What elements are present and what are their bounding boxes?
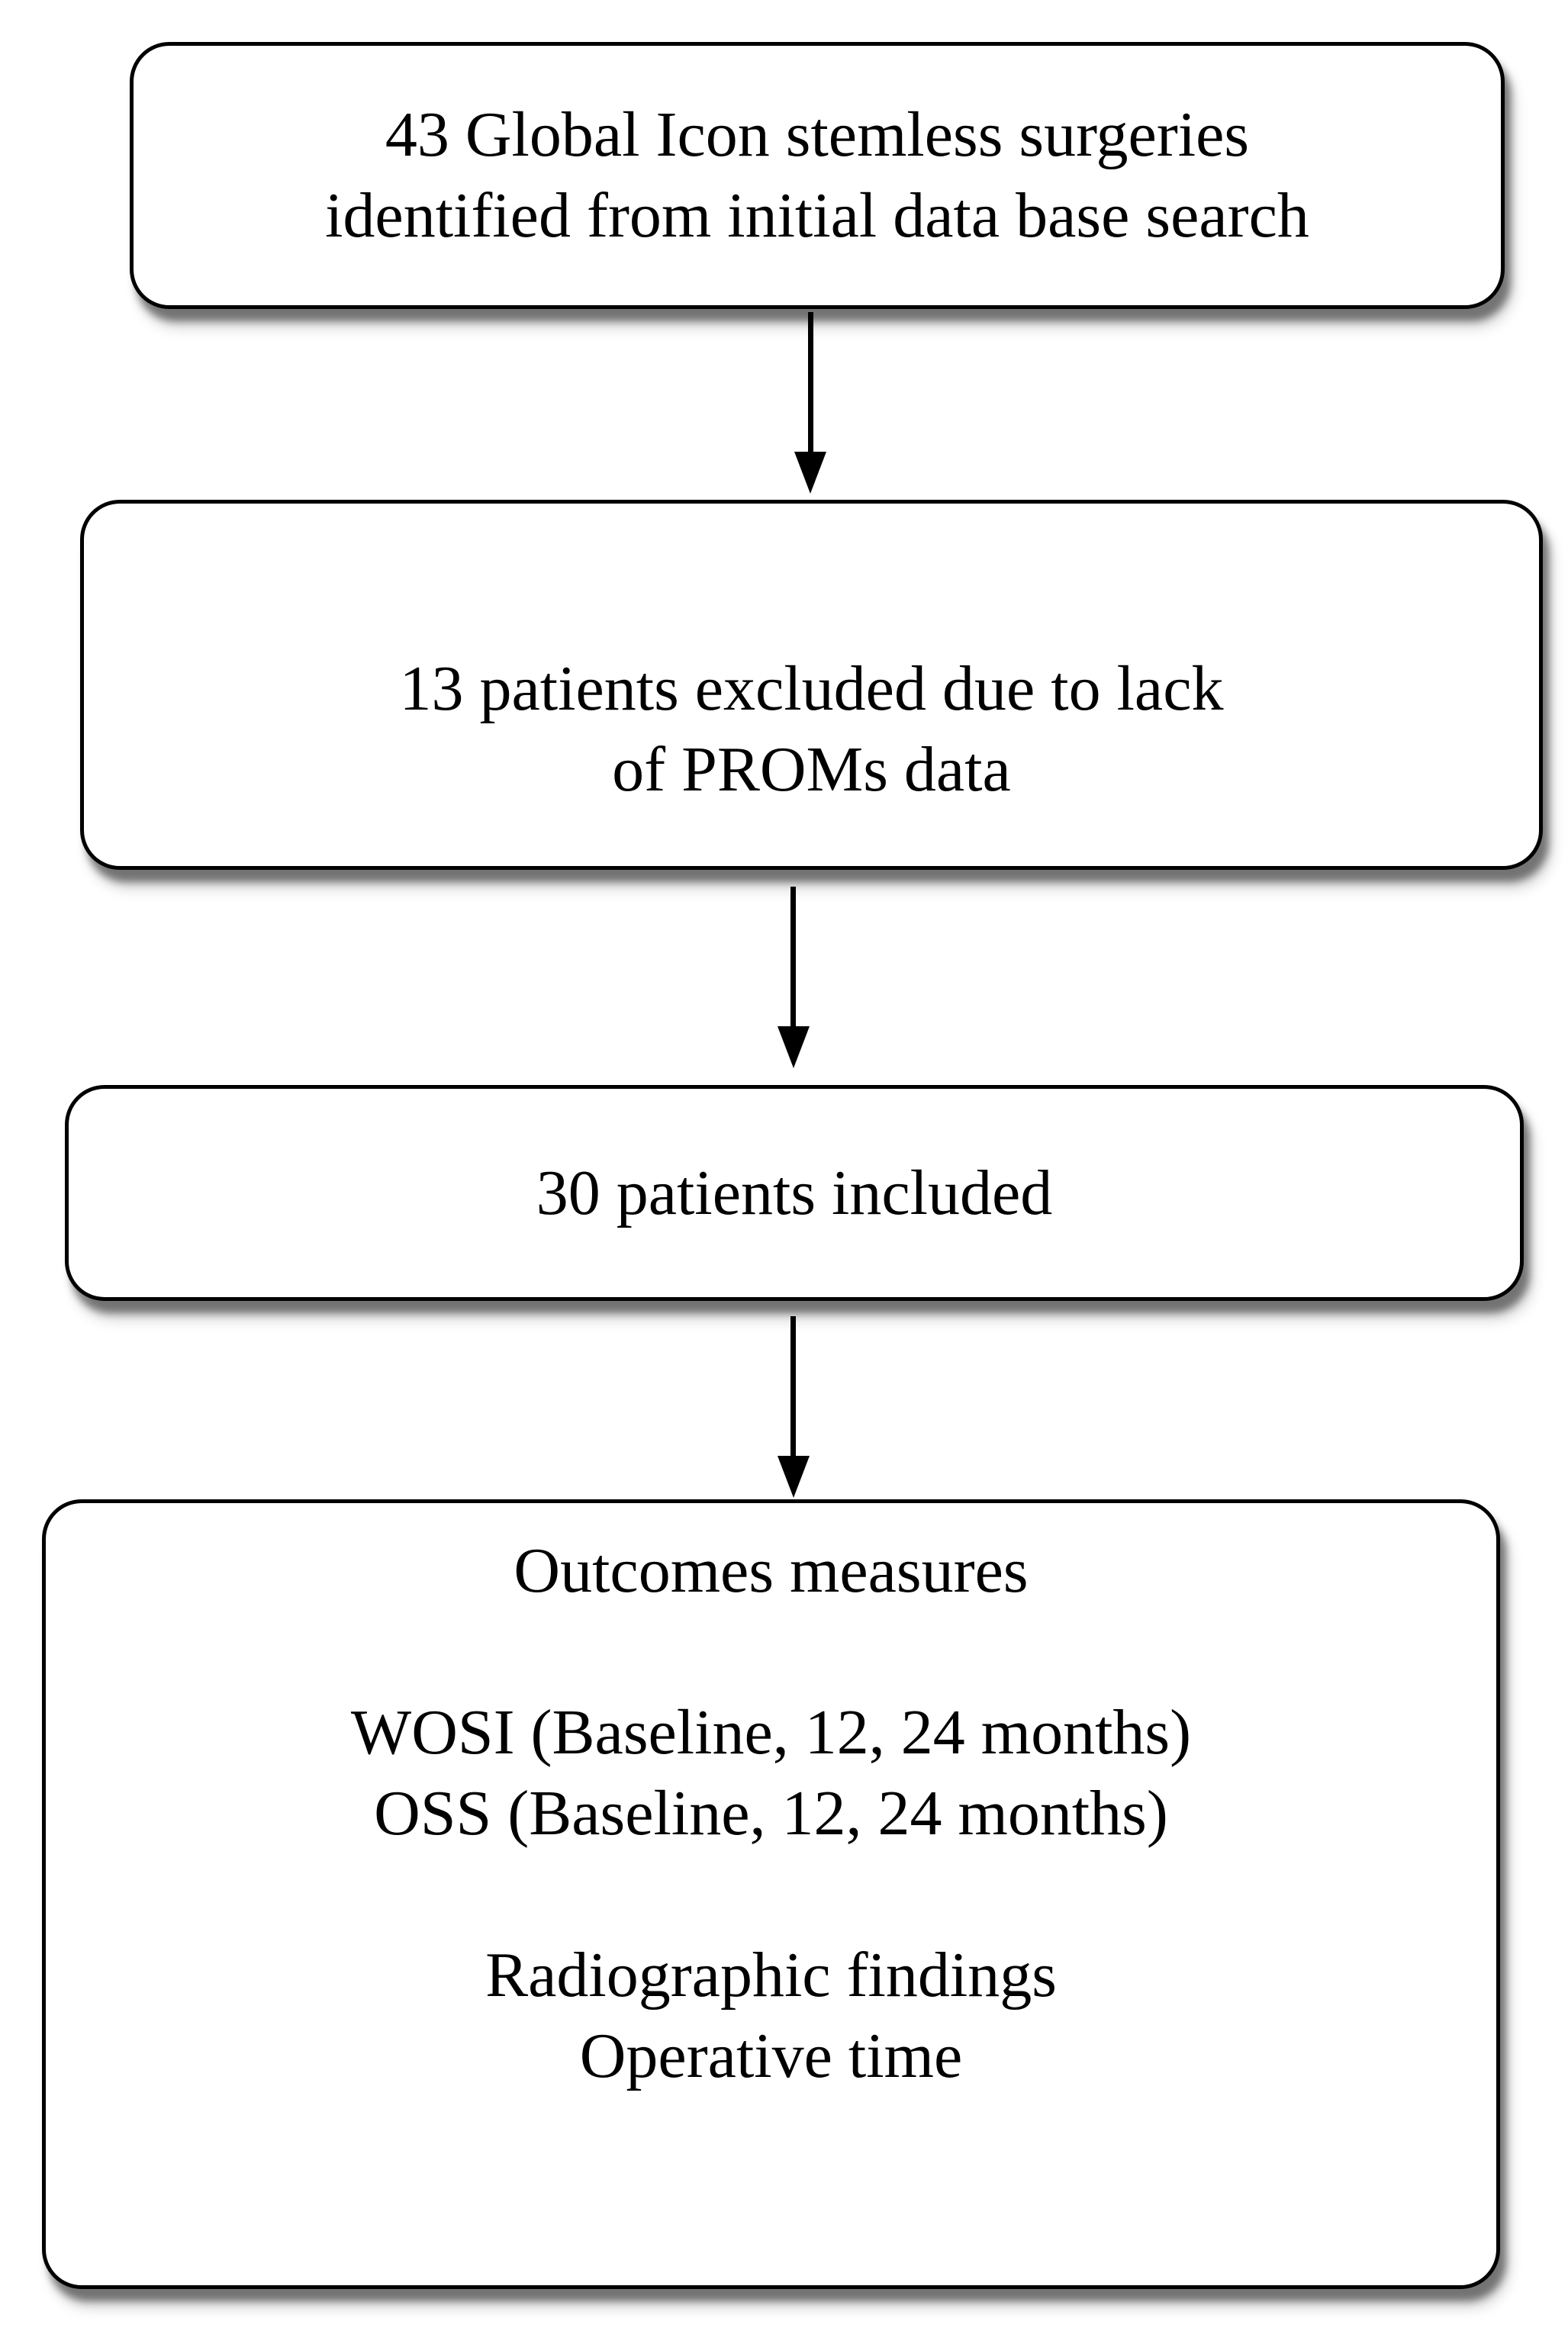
flow-arrow-1-line (808, 312, 813, 452)
flow-box-outcomes: Outcomes measures WOSI (Baseline, 12, 24… (42, 1499, 1500, 2289)
text-line: WOSI (Baseline, 12, 24 months) (350, 1697, 1192, 1768)
flow-arrow-3-arrowhead-icon (778, 1456, 810, 1498)
text-line: identified from initial data base search (325, 180, 1309, 251)
text-line: 43 Global Icon stemless surgeries (385, 99, 1250, 170)
flow-arrow-1-arrowhead-icon (794, 452, 826, 494)
text-line-blank (46, 1611, 1496, 1692)
text-line: Radiographic findings (485, 1940, 1057, 2011)
text-line: 30 patients included (536, 1157, 1053, 1228)
flow-arrow-3-line (790, 1316, 796, 1456)
text-line: Outcomes measures (514, 1535, 1029, 1606)
text-line: Operative time (579, 2020, 963, 2091)
flow-box-identified-text: 43 Global Icon stemless surgeries identi… (134, 95, 1501, 256)
flow-arrow-2-arrowhead-icon (778, 1026, 810, 1068)
flow-box-included: 30 patients included (65, 1085, 1524, 1301)
flow-box-outcomes-text: Outcomes measures WOSI (Baseline, 12, 24… (46, 1531, 1496, 2097)
flow-box-included-text: 30 patients included (69, 1153, 1520, 1234)
flow-arrow-2-line (790, 887, 796, 1026)
flow-box-excluded: 13 patients excluded due to lack of PROM… (80, 500, 1543, 870)
text-line: OSS (Baseline, 12, 24 months) (374, 1778, 1168, 1849)
flow-box-excluded-text: 13 patients excluded due to lack of PROM… (84, 649, 1539, 810)
text-line: of PROMs data (612, 733, 1011, 805)
text-line-blank (46, 1854, 1496, 1935)
flow-box-identified: 43 Global Icon stemless surgeries identi… (130, 42, 1505, 309)
text-line: 13 patients excluded due to lack (399, 652, 1224, 724)
